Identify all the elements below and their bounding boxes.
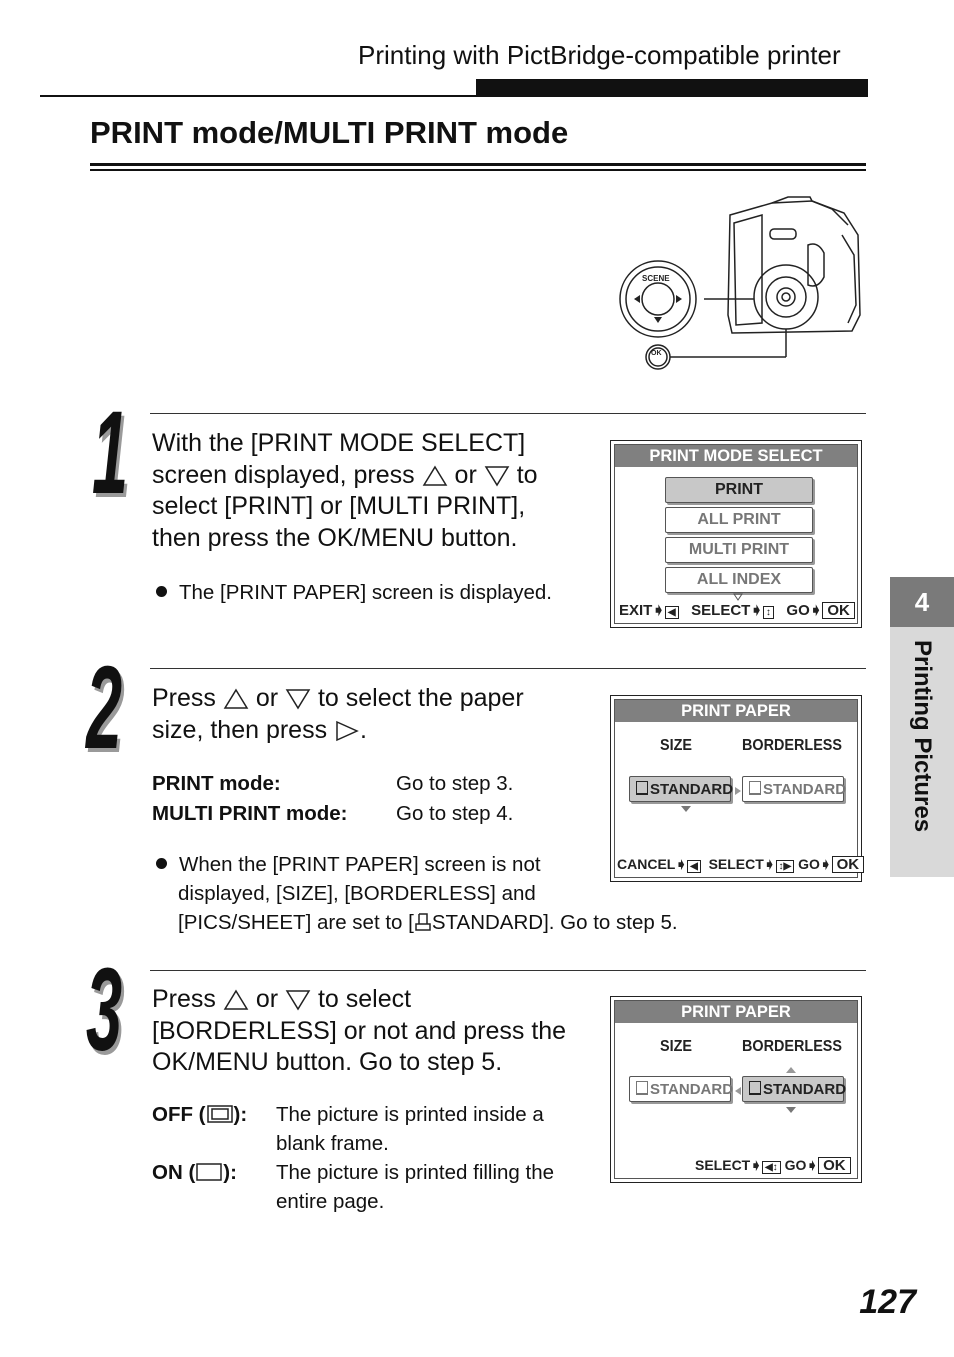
step-number: 2 — [86, 642, 122, 774]
step-1-note: The [PRINT PAPER] screen is displayed. — [156, 578, 552, 607]
up-arrow-icon — [223, 989, 249, 1011]
step-rule — [150, 668, 866, 669]
up-arrow-icon — [223, 688, 249, 710]
right-arrow-icon — [336, 720, 359, 742]
down-indicator-icon — [681, 806, 691, 812]
header-bar — [476, 79, 868, 97]
lcd-footer: EXIT➧◀ SELECT➧↕ GO➧OK — [619, 601, 855, 619]
borderless-column-label: BORDERLESS — [742, 1038, 843, 1055]
left-indicator-icon — [735, 1087, 741, 1095]
frame-off-icon — [206, 1105, 233, 1123]
size-column-label: SIZE — [660, 1038, 693, 1055]
chapter-tab — [890, 577, 954, 877]
paper-icon — [636, 781, 648, 795]
title-rule — [90, 163, 866, 166]
step-rule — [150, 413, 866, 414]
bullet-icon — [156, 586, 167, 597]
title-rule — [90, 169, 866, 171]
ok-label: OK — [651, 350, 662, 357]
down-arrow-icon — [285, 689, 311, 710]
step-2-instruction: Press or to select the paper size, then … — [152, 684, 524, 744]
borderless-option: STANDARD — [742, 776, 846, 802]
borderless-column-label: BORDERLESS — [742, 737, 843, 754]
size-option: STANDARD — [629, 1076, 733, 1102]
right-indicator-icon — [735, 787, 741, 795]
up-arrow-icon — [422, 465, 447, 486]
lcd-footer: SELECT➧◀↕ GO➧OK — [695, 1157, 851, 1174]
up-indicator-icon — [786, 1067, 796, 1073]
lcd-title: PRINT MODE SELECT — [615, 445, 857, 467]
paper-icon — [749, 781, 761, 795]
lcd-print-paper-borderless: PRINT PAPER SIZE BORDERLESS STANDARD STA… — [610, 996, 862, 1183]
scene-label: SCENE — [642, 274, 670, 283]
camera-illustration: SCENE OK — [619, 196, 861, 370]
paper-icon — [636, 1081, 648, 1095]
mode-row: PRINT mode:Go to step 3. — [152, 772, 514, 795]
menu-item-all-print: ALL PRINT — [665, 507, 813, 533]
lcd-footer: CANCEL➧◀ SELECT➧↕▶ GO➧OK — [617, 856, 865, 873]
step-2-note: When the [PRINT PAPER] screen is not dis… — [156, 850, 678, 937]
lcd-title: PRINT PAPER — [615, 700, 857, 722]
step-number: 1 — [92, 387, 128, 519]
down-indicator-icon — [786, 1107, 796, 1113]
step-1-instruction: With the [PRINT MODE SELECT] screen disp… — [152, 429, 538, 552]
header-rule — [40, 95, 480, 97]
frame-on-icon — [196, 1163, 223, 1181]
menu-item-multi-print: MULTI PRINT — [665, 537, 813, 563]
size-option: STANDARD — [629, 776, 733, 802]
page-title: PRINT mode/MULTI PRINT mode — [90, 115, 569, 150]
scroll-down-icon — [733, 593, 743, 601]
paper-icon — [749, 1081, 761, 1095]
standard-paper-icon — [415, 913, 431, 931]
page-number: 127 — [859, 1283, 916, 1321]
lcd-title: PRINT PAPER — [615, 1001, 857, 1023]
bullet-icon — [156, 858, 167, 869]
menu-item-all-index: ALL INDEX — [665, 567, 813, 593]
lcd-print-mode-select: PRINT MODE SELECT PRINT ALL PRINT MULTI … — [610, 440, 862, 628]
mode-row: MULTI PRINT mode:Go to step 4. — [152, 802, 514, 825]
down-arrow-icon — [484, 466, 510, 487]
chapter-number: 4 — [890, 577, 954, 627]
down-arrow-icon — [285, 990, 311, 1011]
step-3-instruction: Press or to select [BORDERLESS] or not a… — [152, 985, 567, 1076]
size-column-label: SIZE — [660, 737, 693, 754]
chapter-label: Printing Pictures — [909, 640, 936, 833]
borderless-option: STANDARD — [742, 1076, 846, 1102]
running-header: Printing with PictBridge-compatible prin… — [358, 40, 841, 70]
lcd-print-paper: PRINT PAPER SIZE BORDERLESS STANDARD STA… — [610, 695, 865, 882]
step-number: 3 — [86, 944, 122, 1076]
menu-item-print: PRINT — [665, 477, 813, 503]
step-rule — [150, 970, 866, 971]
